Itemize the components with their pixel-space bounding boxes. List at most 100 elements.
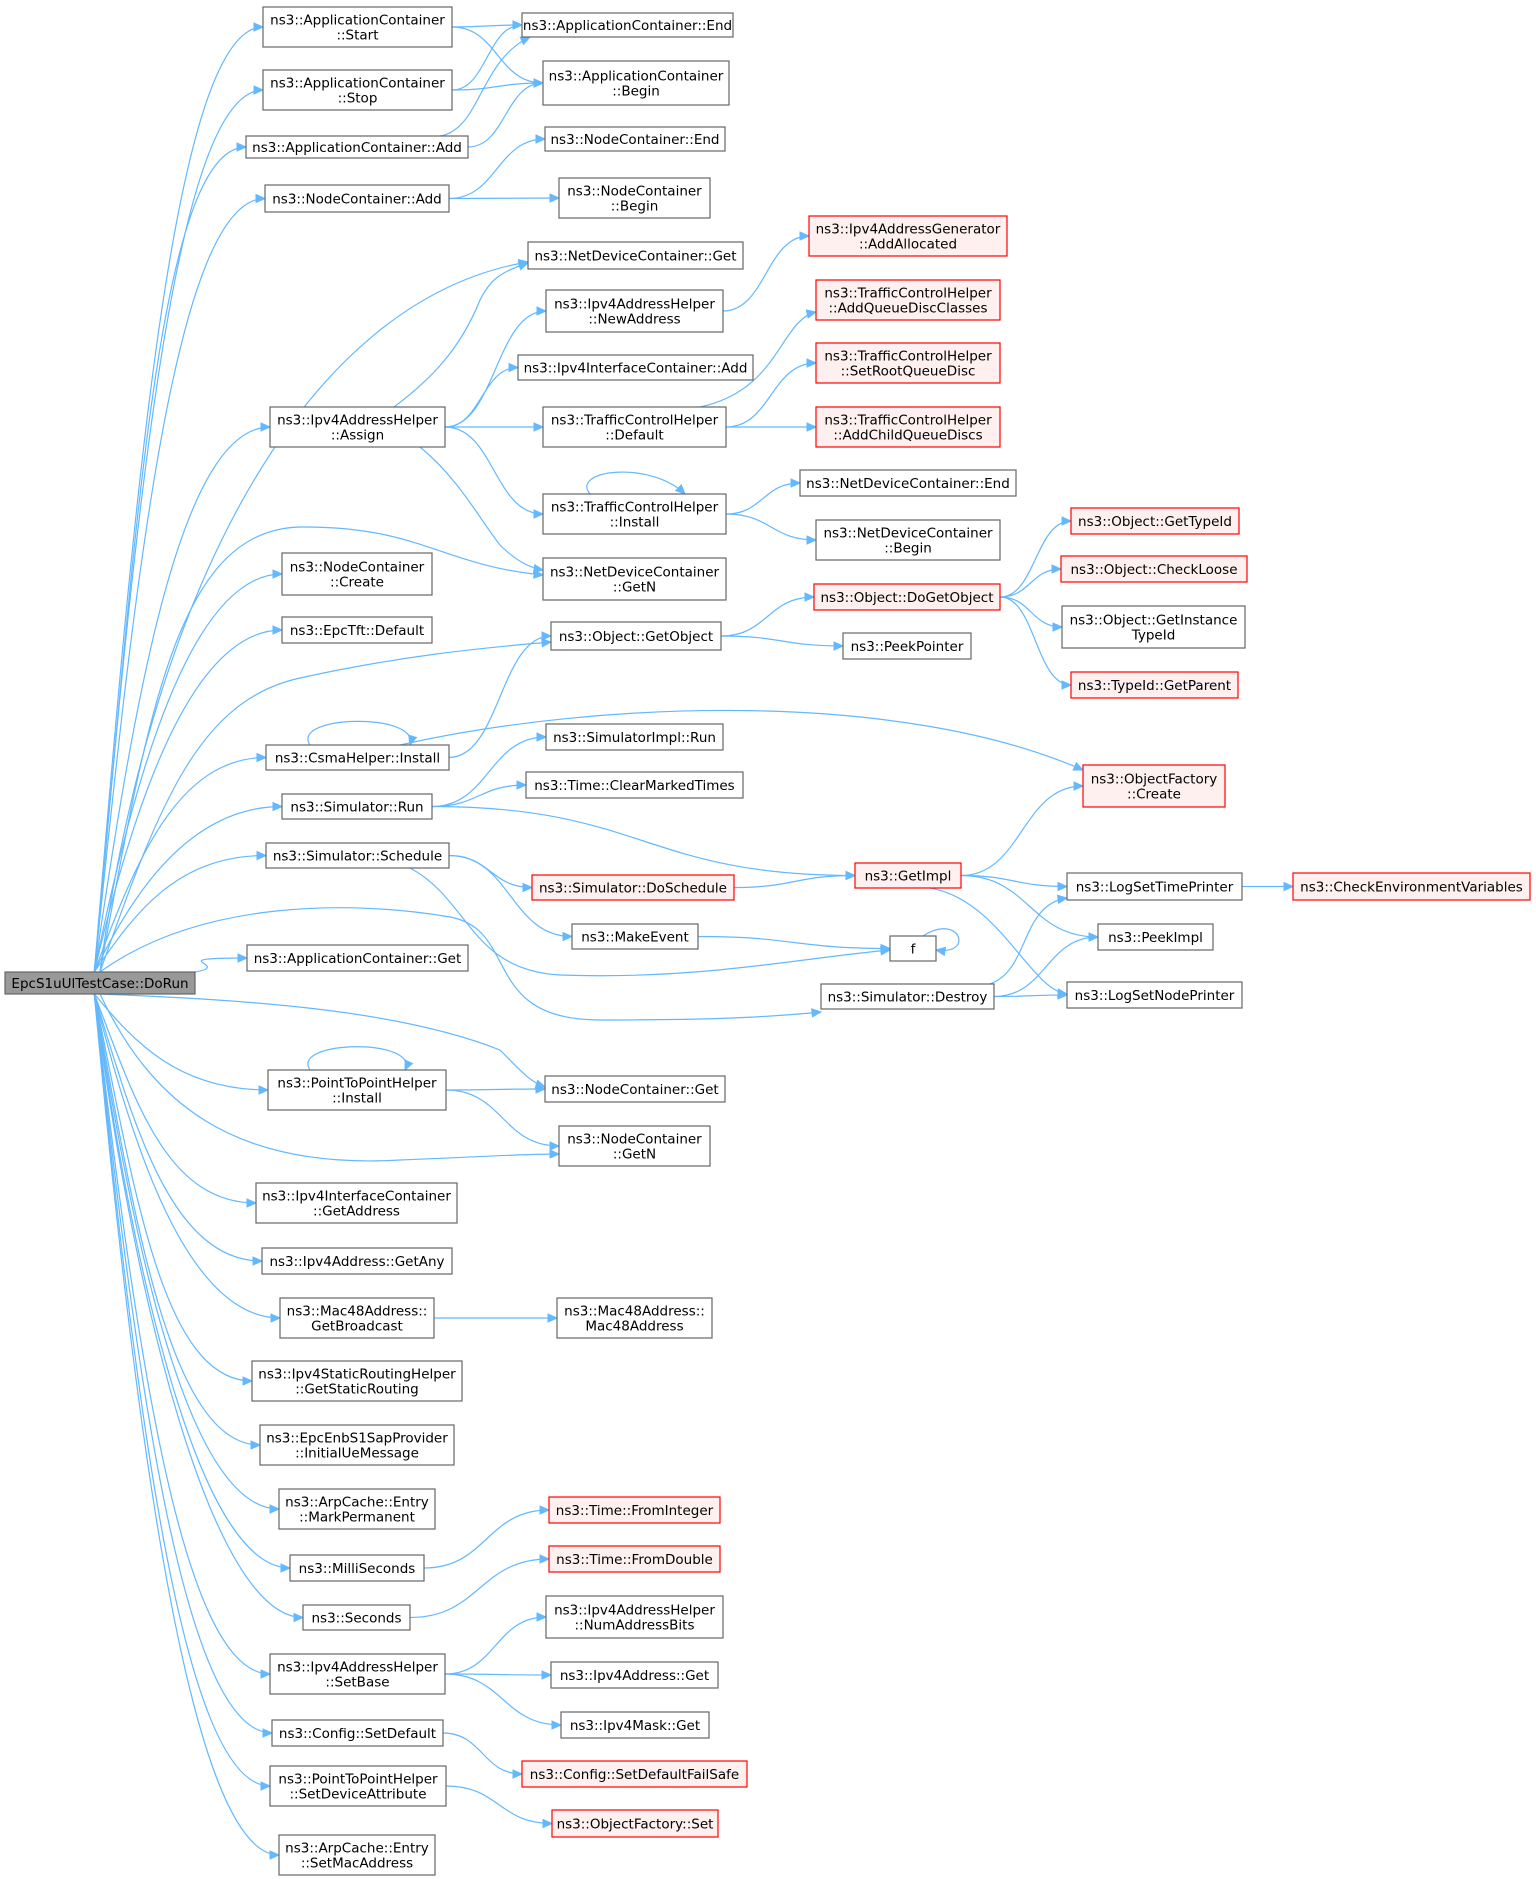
node-logsetnode[interactable]: ns3::LogSetNodePrinter xyxy=(1066,981,1243,1009)
node-box xyxy=(246,944,469,972)
node-label: ns3::ApplicationContainer xyxy=(270,13,445,29)
node-nc-get[interactable]: ns3::NodeContainer::Get xyxy=(544,1075,726,1103)
arrow-head xyxy=(522,882,534,893)
node-ndc-begin[interactable]: ns3::NetDeviceContainer::Begin xyxy=(815,519,1001,561)
node-tch-install[interactable]: ns3::TrafficControlHelper::Install xyxy=(542,493,727,535)
node-p2p-setdevattr[interactable]: ns3::PointToPointHelper::SetDeviceAttrib… xyxy=(269,1765,447,1807)
node-box xyxy=(1082,764,1226,808)
node-arp-setmac[interactable]: ns3::ArpCache::Entry::SetMacAddress xyxy=(278,1834,436,1876)
node-obj-typeid[interactable]: ns3::Object::GetTypeId xyxy=(1070,507,1240,535)
call-edge xyxy=(423,1509,550,1569)
node-obj-getobject[interactable]: ns3::Object::GetObject xyxy=(550,621,722,651)
call-edge xyxy=(93,993,257,1204)
call-edge xyxy=(93,993,271,1675)
node-peekpointer[interactable]: ns3::PeekPointer xyxy=(842,632,972,660)
node-box xyxy=(279,1297,435,1339)
call-edge xyxy=(393,262,529,408)
arrow-head xyxy=(535,134,547,144)
node-seconds[interactable]: ns3::Seconds xyxy=(302,1604,411,1631)
node-checkenv[interactable]: ns3::CheckEnvironmentVariables xyxy=(1292,872,1531,901)
node-nc-end[interactable]: ns3::NodeContainer::End xyxy=(544,126,726,152)
node-getimpl[interactable]: ns3::GetImpl xyxy=(854,862,962,889)
call-edge xyxy=(444,1616,547,1675)
node-sim-destroy[interactable]: ns3::Simulator::Destroy xyxy=(820,983,995,1010)
node-app-add[interactable]: ns3::ApplicationContainer::Add xyxy=(245,135,469,159)
node-epcenb-initue[interactable]: ns3::EpcEnbS1SapProvider::InitialUeMessa… xyxy=(259,1424,455,1466)
node-ipv4addr-getany[interactable]: ns3::Ipv4Address::GetAny xyxy=(261,1247,453,1275)
node-tch-setroot[interactable]: ns3::TrafficControlHelper::SetRootQueueD… xyxy=(815,342,1001,384)
arrow-head xyxy=(533,509,545,519)
node-mac48-ctor[interactable]: ns3::Mac48Address::Mac48Address xyxy=(556,1297,713,1339)
call-edge xyxy=(451,82,544,91)
node-label: ns3::Time::FromInteger xyxy=(556,1503,714,1519)
node-label: ns3::Ipv4AddressGenerator xyxy=(816,222,1001,238)
node-appc-get[interactable]: ns3::ApplicationContainer::Get xyxy=(246,944,469,972)
arrow-head xyxy=(408,734,418,747)
node-time-fromint[interactable]: ns3::Time::FromInteger xyxy=(548,1496,721,1524)
arrow-head xyxy=(549,1149,561,1159)
node-sim-schedule[interactable]: ns3::Simulator::Schedule xyxy=(265,842,450,869)
call-edge xyxy=(444,1673,562,1726)
arrow-head xyxy=(535,1084,547,1094)
arrow-head xyxy=(536,1612,548,1622)
node-tch-default[interactable]: ns3::TrafficControlHelper::Default xyxy=(542,406,727,448)
node-time-clearmarked[interactable]: ns3::Time::ClearMarkedTimes xyxy=(525,771,744,799)
node-ndc-get[interactable]: ns3::NetDeviceContainer::Get xyxy=(527,241,744,270)
node-ipv4ic-add[interactable]: ns3::Ipv4InterfaceContainer::Add xyxy=(517,354,754,381)
node-sim-doschedule[interactable]: ns3::Simulator::DoSchedule xyxy=(531,874,735,901)
node-app-begin[interactable]: ns3::ApplicationContainer::Begin xyxy=(542,60,730,106)
node-ipv4h-assign[interactable]: ns3::Ipv4AddressHelper::Assign xyxy=(269,406,446,448)
node-ipv4addr-get[interactable]: ns3::Ipv4Address::Get xyxy=(550,1661,719,1689)
node-config-setdefault[interactable]: ns3::Config::SetDefault xyxy=(271,1719,444,1747)
node-nc-create[interactable]: ns3::NodeContainer::Create xyxy=(281,552,433,596)
node-csma-install[interactable]: ns3::CsmaHelper::Install xyxy=(265,744,450,771)
node-of-set[interactable]: ns3::ObjectFactory::Set xyxy=(551,1809,719,1838)
call-edge xyxy=(699,311,817,408)
node-ipv4ic-getaddr[interactable]: ns3::Ipv4InterfaceContainer::GetAddress xyxy=(255,1182,458,1224)
node-box xyxy=(269,406,446,448)
node-f[interactable]: f xyxy=(889,935,937,962)
node-obj-dogetobject[interactable]: ns3::Object::DoGetObject xyxy=(813,583,1001,611)
node-of-create[interactable]: ns3::ObjectFactory::Create xyxy=(1082,764,1226,808)
node-mac48-getbcast[interactable]: ns3::Mac48Address::GetBroadcast xyxy=(279,1297,435,1339)
node-nc-begin[interactable]: ns3::NodeContainer::Begin xyxy=(558,177,711,219)
node-tch-addchild[interactable]: ns3::TrafficControlHelper::AddChildQueue… xyxy=(815,406,1001,448)
node-ndc-getn[interactable]: ns3::NetDeviceContainer::GetN xyxy=(542,557,727,601)
node-label: ns3::Ipv4Address::GetAny xyxy=(269,1254,444,1270)
node-makeevent[interactable]: ns3::MakeEvent xyxy=(571,923,699,950)
node-ipv4mask-get[interactable]: ns3::Ipv4Mask::Get xyxy=(560,1711,710,1739)
node-box xyxy=(889,935,937,962)
node-sim-run[interactable]: ns3::Simulator::Run xyxy=(281,793,433,820)
node-label: ns3::NodeContainer xyxy=(290,560,425,576)
node-logsettime[interactable]: ns3::LogSetTimePrinter xyxy=(1066,872,1243,901)
node-ndc-end[interactable]: ns3::NetDeviceContainer::End xyxy=(799,469,1017,497)
node-app-start[interactable]: ns3::ApplicationContainer::Start xyxy=(262,6,453,48)
node-box xyxy=(278,1834,436,1876)
node-simimpl-run[interactable]: ns3::SimulatorImpl::Run xyxy=(545,723,724,751)
node-root[interactable]: EpcS1uUlTestCase::DoRun xyxy=(4,971,196,995)
node-app-stop[interactable]: ns3::ApplicationContainer::Stop xyxy=(262,69,453,111)
node-ipv4h-numbits[interactable]: ns3::Ipv4AddressHelper::NumAddressBits xyxy=(545,1595,724,1639)
node-nc-add[interactable]: ns3::NodeContainer::Add xyxy=(264,184,450,213)
node-arp-markperm[interactable]: ns3::ArpCache::Entry::MarkPermanent xyxy=(278,1488,436,1530)
node-ipv4h-setbase[interactable]: ns3::Ipv4AddressHelper::SetBase xyxy=(269,1653,446,1695)
node-p2p-install[interactable]: ns3::PointToPointHelper::Install xyxy=(267,1069,447,1111)
node-ipv4h-newaddr[interactable]: ns3::Ipv4AddressHelper::NewAddress xyxy=(545,289,724,333)
node-nc-getn[interactable]: ns3::NodeContainer::GetN xyxy=(558,1125,711,1167)
arrow-head xyxy=(1051,564,1063,574)
node-config-failsafe[interactable]: ns3::Config::SetDefaultFailSafe xyxy=(521,1760,748,1788)
node-label: ns3::Simulator::DoSchedule xyxy=(539,881,727,897)
node-app-end[interactable]: ns3::ApplicationContainer::End xyxy=(521,12,734,38)
node-obj-checkloose[interactable]: ns3::Object::CheckLoose xyxy=(1060,555,1248,583)
node-ipv4gen-alloc[interactable]: ns3::Ipv4AddressGenerator::AddAllocated xyxy=(808,215,1008,257)
node-time-fromdouble[interactable]: ns3::Time::FromDouble xyxy=(548,1545,721,1573)
node-peekimpl[interactable]: ns3::PeekImpl xyxy=(1097,923,1214,951)
node-millis[interactable]: ns3::MilliSeconds xyxy=(289,1554,425,1582)
node-tch-addqdc[interactable]: ns3::TrafficControlHelper::AddQueueDiscC… xyxy=(815,279,1001,321)
node-epctft-default[interactable]: ns3::EpcTft::Default xyxy=(281,616,433,644)
arrow-head xyxy=(880,943,892,954)
node-label: ns3::TrafficControlHelper xyxy=(824,413,992,429)
node-typeid-getparent[interactable]: ns3::TypeId::GetParent xyxy=(1070,671,1239,699)
node-ipv4srh-get[interactable]: ns3::Ipv4StaticRoutingHelper::GetStaticR… xyxy=(251,1360,463,1402)
